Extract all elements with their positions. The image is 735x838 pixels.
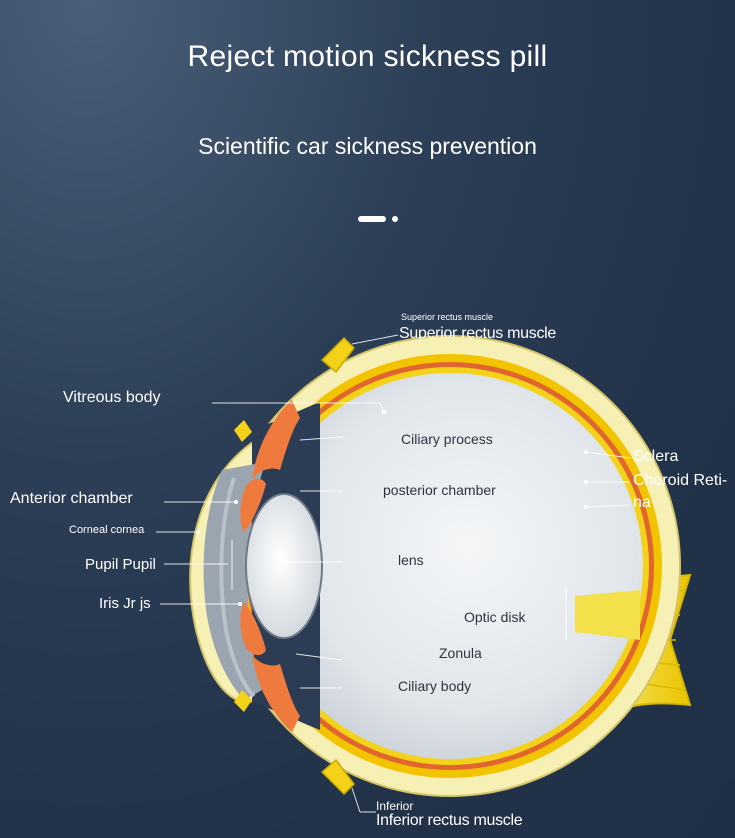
label-vitreous-body: Vitreous body [63,389,161,406]
vitreous-body [257,373,643,759]
page-subtitle: Scientific car sickness prevention [198,133,537,159]
label-zonula: Zonula [439,645,482,661]
inferior-rectus-muscle [320,758,355,796]
optic-disk [575,590,640,640]
label-choroid-retina-1: Choroid Reti- [633,472,728,489]
label-iris: Iris Jr js [99,595,151,612]
label-anterior-chamber: Anterior chamber [10,490,133,507]
label-sclera: Sclera [633,448,679,465]
lens [245,493,323,639]
ciliary-body-lower [252,654,300,732]
superior-rectus-muscle [320,336,355,374]
page-title: Reject motion sickness pill [187,40,548,73]
leader-lines [156,334,631,813]
label-choroid-retina-2: na [633,494,651,511]
label-posterior-chamber: posterior chamber [383,482,496,498]
iris-upper [240,478,266,532]
iris-lower [240,602,266,656]
label-corneal-cornea: Corneal cornea [69,524,145,536]
label-ciliary-body: Ciliary body [398,678,472,694]
carousel-indicator-dot[interactable] [392,216,398,222]
leader-dots [196,409,588,606]
label-inferior-rectus: Inferior rectus muscle [376,812,523,829]
label-inferior-small: Inferior [376,799,414,813]
label-superior-rectus-small: Superior rectus muscle [401,312,494,322]
label-ciliary-process: Ciliary process [401,431,493,447]
label-pupil: Pupil Pupil [85,556,156,573]
label-lens: lens [398,552,424,568]
label-superior-rectus: Superior rectus muscle [399,325,557,342]
label-optic-disk: Optic disk [464,609,526,625]
carousel-indicator-active[interactable] [358,216,386,222]
ciliary-body-upper [252,400,300,480]
